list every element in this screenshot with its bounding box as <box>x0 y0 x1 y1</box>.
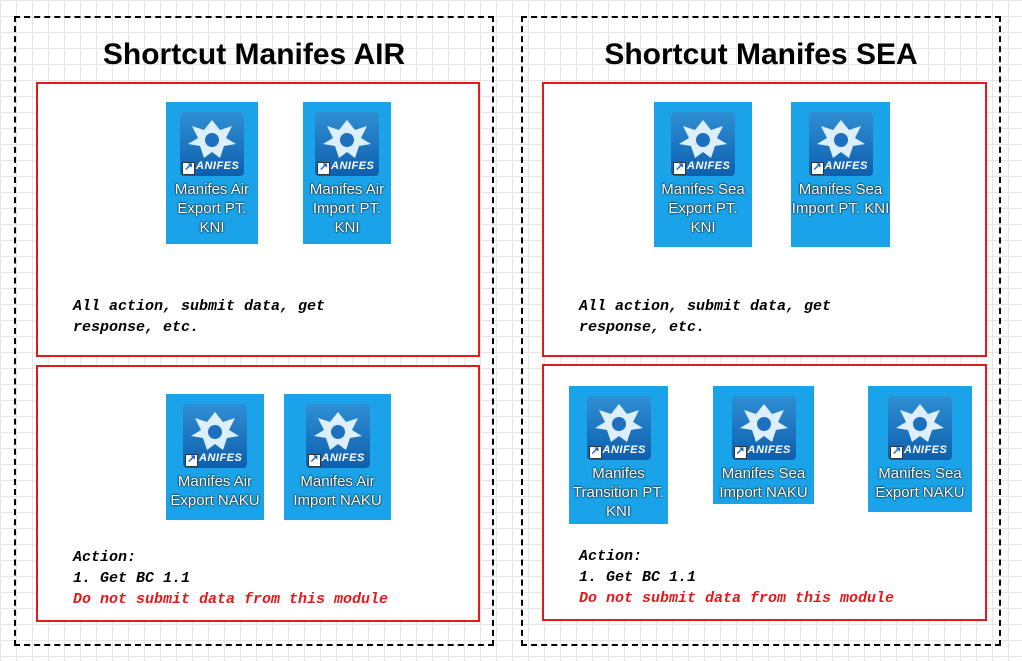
manifes-emblem-icon: ANIFES <box>183 404 247 468</box>
icon-wordmark: ANIFES <box>331 160 375 172</box>
shortcut-arrow-icon <box>307 452 321 467</box>
shortcut-arrow-icon <box>810 160 824 175</box>
note-line: 1. Get BC 1.1 <box>579 569 697 586</box>
icon-wordmark: ANIFES <box>196 160 240 172</box>
air-top-note: All action, submit data, get response, e… <box>73 296 325 338</box>
shortcut-air-export-naku[interactable]: ANIFES Manifes Air Export NAKU <box>166 394 264 520</box>
note-line: Action: <box>579 548 643 565</box>
manifes-emblem-icon: ANIFES <box>315 112 379 176</box>
shortcut-arrow-icon <box>733 444 747 459</box>
manifes-emblem-icon: ANIFES <box>180 112 244 176</box>
shortcut-air-import-kni[interactable]: ANIFES Manifes Air Import PT. KNI <box>303 102 391 244</box>
shortcut-label: Manifes Sea Import PT. KNI <box>791 181 890 217</box>
manifes-emblem-icon: ANIFES <box>305 404 370 468</box>
sea-panel: Shortcut Manifes SEA ANIFES Manifes Sea … <box>521 16 1001 646</box>
air-panel: Shortcut Manifes AIR ANIFES Manifes Air … <box>14 16 494 646</box>
shortcut-label: Manifes Sea Export NAKU <box>875 465 965 501</box>
note-line: All action, submit data, get <box>73 298 326 315</box>
manifes-emblem-icon: ANIFES <box>671 112 735 176</box>
note-line: response, etc. <box>73 319 200 336</box>
icon-wordmark: ANIFES <box>321 452 365 464</box>
note-line: response, etc. <box>579 319 706 336</box>
sea-top-note: All action, submit data, get response, e… <box>579 296 831 338</box>
air-bottom-note: Action: 1. Get BC 1.1 Do not submit data… <box>73 547 388 610</box>
icon-wordmark: ANIFES <box>602 444 646 456</box>
sea-bottom-note: Action: 1. Get BC 1.1 Do not submit data… <box>579 546 894 609</box>
shortcut-sea-export-kni[interactable]: ANIFES Manifes Sea Export PT. KNI <box>654 102 752 247</box>
air-naku-box: ANIFES Manifes Air Export NAKU ANIFES Ma… <box>36 365 480 622</box>
shortcut-label: Manifes Air Export NAKU <box>170 473 260 509</box>
icon-wordmark: ANIFES <box>687 160 731 172</box>
shortcut-label: Manifes Air Import NAKU <box>293 473 382 509</box>
note-line: 1. Get BC 1.1 <box>73 570 191 587</box>
shortcut-sea-transition-kni[interactable]: ANIFES Manifes Transition PT. KNI <box>569 386 668 524</box>
shortcut-label: Manifes Air Import PT. KNI <box>309 181 385 236</box>
manifes-emblem-icon: ANIFES <box>586 396 651 460</box>
shortcut-air-export-kni[interactable]: ANIFES Manifes Air Export PT. KNI <box>166 102 258 244</box>
shortcut-arrow-icon <box>185 452 198 467</box>
icon-wordmark: ANIFES <box>904 444 948 456</box>
warning-line: Do not submit data from this module <box>579 590 895 607</box>
shortcut-sea-import-naku[interactable]: ANIFES Manifes Sea Import NAKU <box>713 386 814 504</box>
manifes-emblem-icon: ANIFES <box>888 396 952 460</box>
sea-naku-box: ANIFES Manifes Transition PT. KNI ANIFES… <box>542 364 987 621</box>
warning-line: Do not submit data from this module <box>73 591 389 608</box>
sea-panel-title: Shortcut Manifes SEA <box>604 38 918 71</box>
note-line: All action, submit data, get <box>579 298 832 315</box>
shortcut-label: Manifes Sea Import NAKU <box>719 465 808 501</box>
air-panel-title: Shortcut Manifes AIR <box>102 38 406 71</box>
manifes-emblem-icon: ANIFES <box>731 396 796 460</box>
shortcut-arrow-icon <box>317 160 330 175</box>
shortcut-label: Manifes Transition PT. KNI <box>572 465 665 520</box>
icon-wordmark: ANIFES <box>747 444 791 456</box>
shortcut-arrow-icon <box>890 444 903 459</box>
manifes-emblem-icon: ANIFES <box>808 112 873 176</box>
shortcut-sea-import-kni[interactable]: ANIFES Manifes Sea Import PT. KNI <box>791 102 890 247</box>
air-kni-box: ANIFES Manifes Air Export PT. KNI ANIFES… <box>36 82 480 357</box>
sea-kni-box: ANIFES Manifes Sea Export PT. KNI ANIFES… <box>542 82 987 357</box>
note-line: Action: <box>73 549 137 566</box>
icon-wordmark: ANIFES <box>824 160 868 172</box>
icon-wordmark: ANIFES <box>199 452 243 464</box>
shortcut-arrow-icon <box>588 444 602 459</box>
shortcut-arrow-icon <box>673 160 686 175</box>
shortcut-air-import-naku[interactable]: ANIFES Manifes Air Import NAKU <box>284 394 391 520</box>
shortcut-label: Manifes Air Export PT. KNI <box>174 181 250 236</box>
shortcut-arrow-icon <box>182 160 195 175</box>
shortcut-label: Manifes Sea Export PT. KNI <box>661 181 745 236</box>
shortcut-sea-export-naku[interactable]: ANIFES Manifes Sea Export NAKU <box>868 386 972 512</box>
